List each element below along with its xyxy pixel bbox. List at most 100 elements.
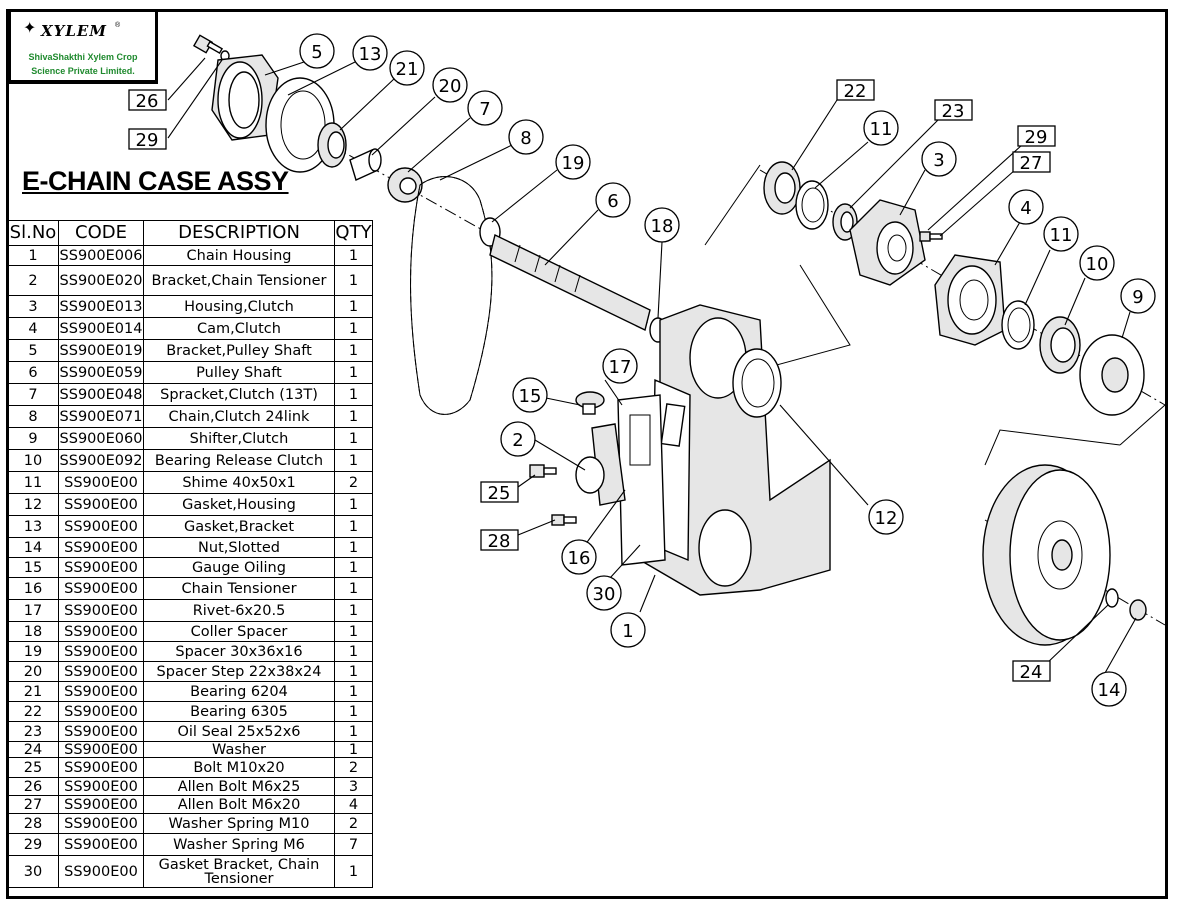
balloon-18: 18 <box>644 207 680 243</box>
svg-text:23: 23 <box>942 101 965 122</box>
spacer-step-part <box>349 148 382 181</box>
cell-description: Washer Spring M6 <box>143 833 335 856</box>
cell-slno: 16 <box>7 577 59 600</box>
cell-description: Spacer Step 22x38x24 <box>143 661 335 682</box>
balloon-30: 30 <box>586 575 622 611</box>
allen-bolt-part <box>192 34 230 62</box>
bracket-chain-tensioner-part <box>575 423 626 506</box>
svg-text:17: 17 <box>609 357 632 378</box>
cell-slno: 12 <box>7 493 59 516</box>
shim-part <box>795 180 829 230</box>
balloon-14: 14 <box>1091 671 1127 707</box>
cell-slno: 30 <box>7 855 59 888</box>
company-name-line1: ShivaShakthi Xylem Crop <box>28 52 138 62</box>
svg-text:14: 14 <box>1098 680 1121 701</box>
balloon-11-second: 11 <box>1043 216 1079 252</box>
circled-balloons: 5 13 21 20 7 8 19 6 18 11 3 4 11 10 9 17… <box>299 33 1156 707</box>
bracket-pulley-shaft-part <box>211 54 279 141</box>
chain-clutch-part <box>410 176 493 415</box>
svg-text:11: 11 <box>1050 225 1073 246</box>
cell-code: SS900E00 <box>58 471 144 494</box>
balloon-1: 1 <box>610 612 646 648</box>
svg-text:2: 2 <box>512 430 523 451</box>
table-header-row: Sl.No CODE DESCRIPTION QTY <box>7 220 373 246</box>
cell-code: SS900E00 <box>58 777 144 796</box>
balloon-7: 7 <box>467 90 503 126</box>
company-logo-box: ✦ XYLEM ® ShivaShakthi Xylem Crop Scienc… <box>9 10 157 82</box>
sprocket-clutch-part <box>387 167 423 203</box>
logo-divider-vertical <box>156 10 158 84</box>
balloon-8: 8 <box>508 119 544 155</box>
svg-text:26: 26 <box>136 91 159 112</box>
cell-code: SS900E00 <box>58 599 144 622</box>
tag-27: 27 <box>1012 151 1051 174</box>
bearing-release-clutch-part <box>1039 316 1081 374</box>
cell-qty: 1 <box>334 855 373 888</box>
svg-text:24: 24 <box>1020 662 1043 683</box>
svg-text:21: 21 <box>396 59 419 80</box>
tag-23: 23 <box>934 99 973 122</box>
svg-text:20: 20 <box>439 76 462 97</box>
cell-description: Gasket,Bracket <box>143 515 335 538</box>
svg-text:22: 22 <box>844 81 867 102</box>
balloon-21: 21 <box>389 50 425 86</box>
tag-24: 24 <box>1012 660 1051 683</box>
tag-26: 26 <box>128 89 167 112</box>
balloon-19: 19 <box>555 144 591 180</box>
tag-29: 29 <box>128 128 167 151</box>
logo-brand: XYLEM <box>41 22 107 40</box>
cell-slno: 22 <box>7 701 59 722</box>
cell-slno: 13 <box>7 515 59 538</box>
cell-slno: 2 <box>7 265 59 296</box>
cell-code: SS900E019 <box>58 339 144 362</box>
svg-text:29: 29 <box>1025 127 1048 148</box>
allen-bolt-m6x20-part <box>919 231 943 242</box>
svg-text:27: 27 <box>1020 153 1043 174</box>
slotted-nut-part <box>1129 599 1147 621</box>
balloon-13: 13 <box>352 35 388 71</box>
svg-text:12: 12 <box>875 508 898 529</box>
svg-text:8: 8 <box>520 128 531 149</box>
tag-22: 22 <box>836 79 875 102</box>
leader-lines <box>167 57 1137 674</box>
cell-code: SS900E020 <box>58 265 144 296</box>
boxed-balloons: 26 29 22 23 29 27 25 28 24 <box>128 79 1056 683</box>
gasket-housing-part <box>732 348 782 418</box>
cell-description: Gasket,Housing <box>143 493 335 516</box>
shifter-clutch-part <box>1079 334 1145 416</box>
svg-text:28: 28 <box>488 531 511 552</box>
xylem-star-icon: ✦ <box>23 20 37 37</box>
balloon-16: 16 <box>561 539 597 575</box>
svg-text:25: 25 <box>488 483 511 504</box>
cell-description: Washer <box>143 741 335 758</box>
chain-housing-part <box>639 304 831 596</box>
cell-slno: 15 <box>7 557 59 578</box>
shim-part-second <box>1001 300 1035 350</box>
washer-part <box>1105 588 1119 608</box>
svg-text:29: 29 <box>136 130 159 151</box>
svg-text:3: 3 <box>933 150 944 171</box>
header-slno: Sl.No <box>7 220 59 246</box>
cell-description: Cam,Clutch <box>143 317 335 340</box>
cell-code: SS900E00 <box>58 813 144 834</box>
cell-code: SS900E00 <box>58 641 144 662</box>
balloon-12: 12 <box>868 499 904 535</box>
balloon-3: 3 <box>921 141 957 177</box>
tag-28: 28 <box>480 529 519 552</box>
